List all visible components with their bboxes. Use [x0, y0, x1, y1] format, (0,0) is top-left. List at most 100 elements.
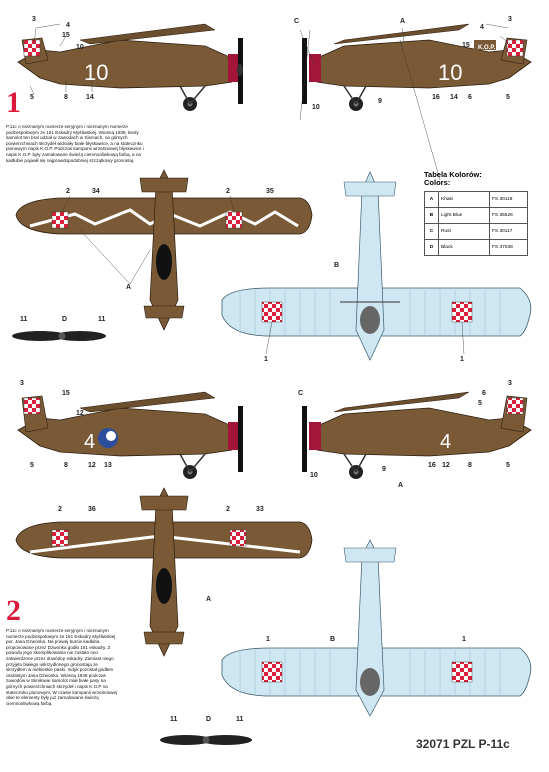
callout: 6 — [482, 390, 486, 397]
legend-color: Khaki — [438, 191, 490, 208]
legend-subtitle: Colors: — [424, 178, 451, 187]
callout: 11 — [236, 716, 244, 723]
callout: 2 — [226, 188, 230, 195]
callout: 9 — [382, 466, 386, 473]
svg-text:10: 10 — [84, 60, 108, 85]
bottom-view-2 — [221, 539, 532, 717]
side-view-left-2: 4 — [17, 391, 243, 479]
legend-row: A Khaki FS 30118 — [424, 191, 528, 208]
callout: 1 — [264, 356, 268, 363]
callout: 8 — [468, 462, 472, 469]
callout: C — [294, 18, 300, 25]
side-view-right-2: 4 — [302, 391, 532, 479]
callout: 11 — [98, 316, 106, 323]
legend-table: A Khaki FS 30118 B Light Blue FS 35526 C… — [424, 191, 528, 256]
legend-title: Tabela Kolorów: — [424, 170, 482, 179]
legend-key: B — [424, 207, 439, 224]
legend-fs: FS 30117 — [489, 223, 528, 240]
legend-color: Rust — [438, 223, 490, 240]
scheme-number-2: 2 — [6, 594, 21, 627]
callout: 1 — [462, 636, 466, 643]
legend-key: A — [424, 191, 439, 208]
callout: B — [330, 636, 336, 643]
svg-text:10: 10 — [438, 60, 462, 85]
callout: A — [206, 596, 212, 603]
bottom-view-1 — [221, 171, 532, 361]
callout: D — [62, 316, 68, 323]
legend-color: Light Blue — [438, 207, 490, 224]
callout: 15 — [62, 390, 70, 397]
callout: 1 — [266, 636, 270, 643]
legend-row: C Rust FS 30117 — [424, 223, 528, 240]
callout: 3 — [508, 380, 512, 387]
callout: 12 — [88, 462, 96, 469]
callout: 10 — [76, 44, 84, 51]
callout: A — [398, 482, 404, 489]
callout: 36 — [88, 506, 96, 513]
callout: 16 — [432, 94, 440, 101]
legend-row: B Light Blue FS 35526 — [424, 207, 528, 224]
svg-text:4: 4 — [440, 431, 451, 453]
callout: 15 — [462, 42, 470, 49]
callout: 34 — [92, 188, 100, 195]
callout: 5 — [478, 400, 482, 407]
callout: 2 — [226, 506, 230, 513]
side-view-right-1: 10 — [302, 23, 532, 111]
callout: 15 — [62, 32, 70, 39]
callout: 12 — [442, 462, 450, 469]
callout: 8 — [64, 462, 68, 469]
callout: 10 — [310, 472, 318, 479]
callout: 1 — [460, 356, 464, 363]
callout: 12 — [76, 410, 84, 417]
callout: 35 — [266, 188, 274, 195]
callout: 4 — [66, 22, 70, 29]
kop-marking: K.O.P. — [478, 45, 496, 51]
callout: B — [334, 262, 340, 269]
callout: A — [126, 284, 132, 291]
callout: 11 — [20, 316, 28, 323]
callout: 11 — [170, 716, 178, 723]
callout: 2 — [66, 188, 70, 195]
propeller-view-2 — [160, 735, 252, 745]
propeller-view-1 — [12, 331, 106, 341]
callout: 5 — [506, 462, 510, 469]
legend-fs: FS 37038 — [489, 239, 528, 256]
callout: A — [400, 18, 406, 25]
color-legend: Tabela Kolorów: Colors: A Khaki FS 30118… — [424, 171, 528, 256]
top-view-2 — [15, 487, 313, 657]
kop-marking: K.O.P. — [478, 411, 496, 417]
callout: 5 — [30, 94, 34, 101]
callout: 13 — [104, 462, 112, 469]
callout: 3 — [20, 380, 24, 387]
callout: 16 — [428, 462, 436, 469]
leader-lines — [29, 23, 511, 355]
legend-fs: FS 35526 — [489, 207, 528, 224]
callout: 14 — [86, 94, 94, 101]
callout: C — [298, 390, 304, 397]
scheme-1-description: P.11c o nieznanym numerze seryjnym i nie… — [6, 124, 144, 163]
callout: 6 — [468, 94, 472, 101]
callout: 3 — [508, 16, 512, 23]
callout: 4 — [480, 24, 484, 31]
side-view-left-1: 10 — [17, 23, 243, 111]
callout: D — [206, 716, 212, 723]
scheme-number-1: 1 — [6, 86, 21, 119]
svg-text:4: 4 — [84, 431, 95, 453]
callout: 14 — [450, 94, 458, 101]
legend-row: D Black FS 37038 — [424, 239, 528, 256]
callout: 2 — [58, 506, 62, 513]
callout: 8 — [64, 94, 68, 101]
callout: 3 — [32, 16, 36, 23]
scheme-2-description: P.11c o nieznanym numerze seryjnym i nie… — [6, 628, 118, 706]
callout: 5 — [506, 94, 510, 101]
callout: 9 — [378, 98, 382, 105]
callout: 5 — [30, 462, 34, 469]
top-view-1 — [15, 169, 313, 331]
callout: 10 — [312, 104, 320, 111]
legend-key: D — [424, 239, 439, 256]
legend-fs: FS 30118 — [489, 191, 528, 208]
legend-color: Black — [438, 239, 490, 256]
callout: 33 — [256, 506, 264, 513]
